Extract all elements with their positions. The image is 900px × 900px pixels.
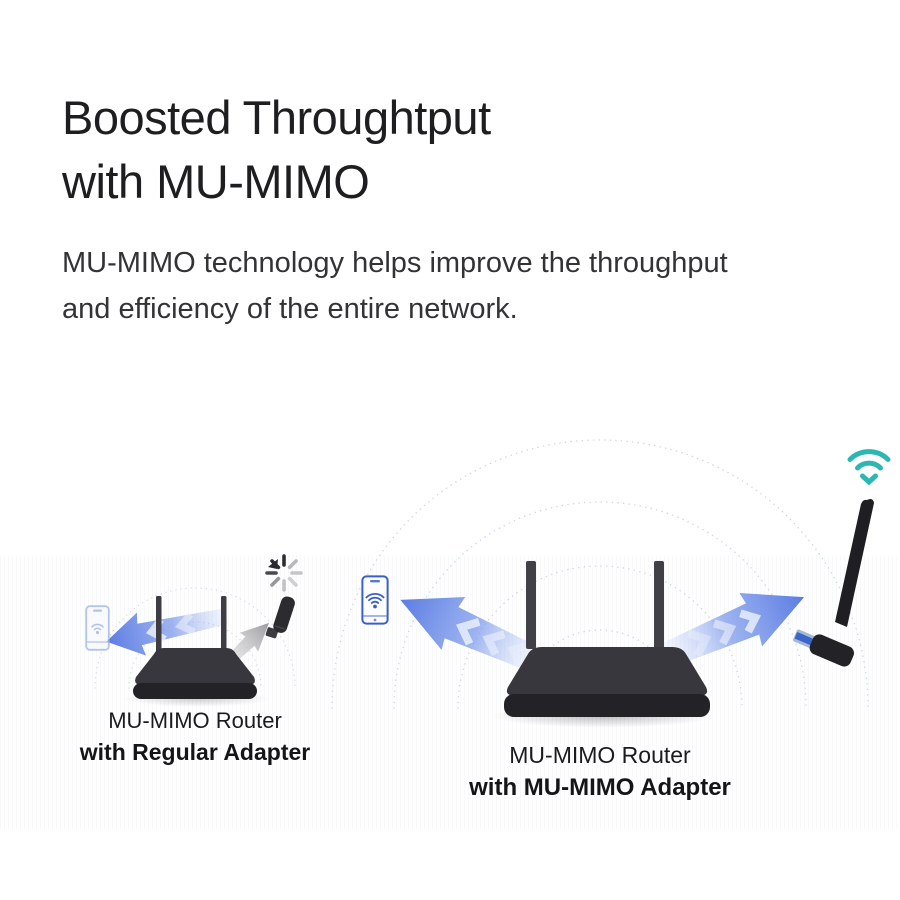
caption-right-line1: MU-MIMO Router <box>509 742 691 768</box>
phone-icon <box>361 575 389 625</box>
usb-adapter-small-icon <box>265 596 295 639</box>
spinner-icon <box>265 554 303 592</box>
router-small <box>133 596 257 699</box>
subtitle-line-2: and efficiency of the entire network. <box>62 293 518 325</box>
signal-arcs-icon <box>94 587 296 689</box>
caption-left-line1: MU-MIMO Router <box>108 708 282 733</box>
page-title: Boosted Throughtput with MU-MIMO <box>62 86 491 214</box>
title-line-2: with MU-MIMO <box>62 155 370 208</box>
caption-left: MU-MIMO Router with Regular Adapter <box>55 708 335 766</box>
usb-adapter-large-icon <box>793 499 874 667</box>
subtitle-line-1: MU-MIMO technology helps improve the thr… <box>62 247 728 279</box>
router-big <box>504 561 710 717</box>
caption-right-line2: with MU-MIMO Adapter <box>469 774 731 801</box>
wifi-icon <box>847 449 891 486</box>
blue-arrow-left-icon <box>400 596 542 673</box>
blue-arrow-right-icon <box>661 593 805 668</box>
caption-left-line2: with Regular Adapter <box>79 739 311 765</box>
phone-icon <box>85 605 110 651</box>
caption-right: MU-MIMO Router with MU-MIMO Adapter <box>440 742 760 802</box>
page-subtitle: MU-MIMO technology helps improve the thr… <box>62 240 728 332</box>
title-line-1: Boosted Throughtput <box>62 91 491 144</box>
